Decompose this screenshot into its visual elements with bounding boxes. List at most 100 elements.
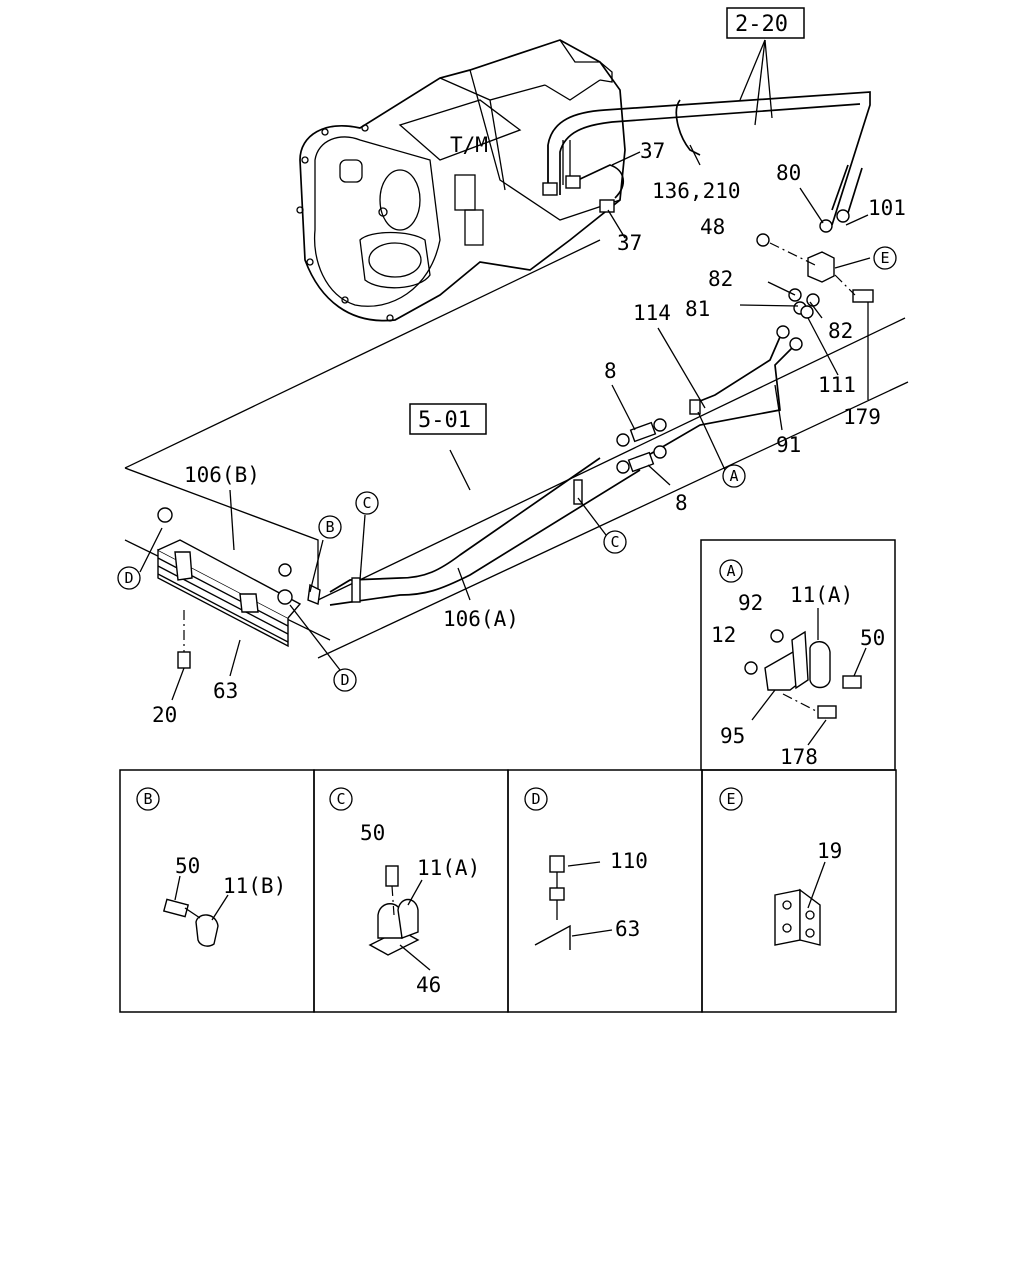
ref-5-01: 5-01 (418, 408, 471, 433)
bolt-50-b (162, 898, 190, 918)
nut-48 (756, 233, 770, 247)
pipes-114-91 (639, 325, 803, 461)
callout-20: 20 (152, 703, 177, 727)
cap-8-upper (616, 433, 630, 447)
circle-d-left: D (124, 569, 133, 587)
callout-106a: 106(A) (443, 607, 519, 631)
harness-band (675, 99, 701, 156)
fitting-114-end (776, 325, 790, 339)
cooler-63-section (534, 924, 571, 950)
circle-c-lower: C (610, 533, 619, 551)
detail-a-95: 95 (720, 724, 745, 748)
circle-e: E (880, 249, 889, 267)
nut-8-lower (653, 445, 667, 459)
washer-82-b (806, 293, 820, 307)
callout-80: 80 (776, 161, 801, 185)
cap-8-lower (616, 460, 630, 474)
fitting-left (542, 182, 558, 196)
ref-box-2-20 (726, 7, 805, 39)
bolt-20 (177, 651, 191, 669)
clamp-a (689, 399, 701, 415)
fitting-91-end (789, 337, 803, 351)
detail-a-11a: 11(A) (790, 583, 853, 607)
detail-c-panel: C 50 11(A) 46 (313, 769, 509, 1013)
detail-a-12: 12 (711, 623, 736, 647)
circle-a: A (729, 467, 738, 485)
detail-b-50: 50 (175, 854, 200, 878)
bolt-179 (852, 289, 874, 303)
callout-114: 114 (633, 301, 671, 325)
callout-81: 81 (685, 297, 710, 321)
callout-48: 48 (700, 215, 725, 239)
bracket-19 (807, 251, 835, 283)
clamp-11a (809, 641, 831, 689)
fitting-right (565, 175, 581, 189)
fitting-101 (836, 209, 850, 223)
stud-63 (549, 887, 565, 901)
transmission-lines (542, 91, 871, 233)
bolt-37 (599, 199, 615, 213)
callout-82-left: 82 (708, 267, 733, 291)
callout-101: 101 (868, 196, 906, 220)
callout-37-upper: 37 (640, 139, 665, 163)
detail-c-50: 50 (360, 821, 385, 845)
detail-a-178: 178 (780, 745, 818, 769)
leader-lines (139, 39, 871, 701)
callout-111: 111 (818, 373, 856, 397)
circle-b: B (325, 518, 334, 536)
stud-d-left (157, 507, 173, 523)
callout-136-210: 136,210 (652, 179, 741, 203)
detail-a-50: 50 (860, 626, 885, 650)
fitting-8-lower (627, 451, 655, 473)
detail-d-letter: D (531, 790, 540, 808)
circle-c-upper: C (362, 494, 371, 512)
ref-2-20: 2-20 (735, 12, 788, 37)
detail-a-92: 92 (738, 591, 763, 615)
stud-d-right (277, 589, 293, 605)
detail-a-panel: A 92 11(A) 12 50 95 178 (700, 539, 896, 771)
detail-c-46: 46 (416, 973, 441, 997)
transmission-housing: T/M (296, 39, 626, 322)
main-assembly: T/M (117, 7, 909, 727)
detail-e-panel: E 19 (701, 769, 897, 1013)
detail-e-letter: E (726, 790, 735, 808)
bolt-50-c (385, 865, 399, 887)
detail-c-11a: 11(A) (417, 856, 480, 880)
clamp-c-lower (573, 479, 583, 505)
bracket-e-parts (756, 233, 874, 319)
detail-b-letter: B (143, 790, 152, 808)
detail-c-letter: C (336, 790, 345, 808)
callout-8-upper: 8 (604, 359, 617, 383)
transmission-label: T/M (450, 133, 488, 157)
callout-91: 91 (776, 433, 801, 457)
bolt-178 (817, 705, 837, 719)
nut-8-upper (653, 418, 667, 432)
detail-d-panel: D 110 63 (507, 769, 703, 1013)
callout-106b: 106(B) (184, 463, 260, 487)
detail-d-110: 110 (610, 849, 648, 873)
detail-e-19: 19 (817, 839, 842, 863)
hose-106a (329, 399, 701, 606)
callouts: 37 37 136,210 80 101 48 82 82 81 114 111… (152, 139, 906, 727)
callout-179: 179 (843, 405, 881, 429)
detail-a-letter: A (726, 562, 735, 580)
nut-92 (770, 629, 784, 643)
oil-cooler (157, 507, 321, 669)
detail-d-63: 63 (615, 917, 640, 941)
callout-82-right: 82 (828, 319, 853, 343)
clamp-c-upper (351, 577, 361, 603)
circle-letters: A B C C D D E (117, 246, 897, 692)
stud-b (278, 563, 292, 577)
callout-8-lower: 8 (675, 491, 688, 515)
nut-110 (549, 855, 565, 873)
nut-12 (744, 661, 758, 675)
circle-d-bottom: D (340, 671, 349, 689)
bracket-19-detail (774, 889, 801, 946)
detail-b-11b: 11(B) (223, 874, 286, 898)
callout-63: 63 (213, 679, 238, 703)
ref-box-5-01 (409, 403, 487, 435)
bolt-50 (842, 675, 862, 689)
washer-111 (800, 305, 814, 319)
detail-b-panel: B 50 11(B) (119, 769, 315, 1013)
